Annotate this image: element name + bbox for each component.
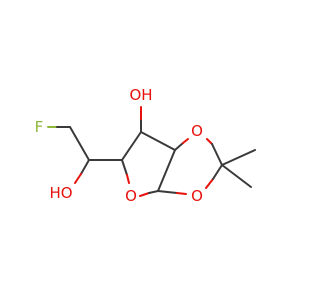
atom-label-oxygen-ring-left: O	[125, 187, 137, 205]
atom-label-fluorine: F	[35, 118, 44, 136]
atom-label-oxygen-ring-bottom: O	[191, 187, 203, 205]
molecule-diagram: OH F HO O O O	[35, 86, 256, 205]
bond-c4-oring-carbon	[121, 159, 128, 176]
atom-label-oh-top: OH	[129, 86, 152, 104]
bond-ch2-choh	[69, 126, 90, 161]
bond-c2-c1	[157, 149, 176, 192]
bond-choh-ho	[74, 173, 82, 184]
bond-layer	[47, 106, 256, 197]
bond-obot-cq	[205, 178, 214, 189]
bond-c1-obot-carbon	[157, 190, 178, 194]
bond-otop-cq-carbon	[211, 143, 223, 166]
bond-c2-otop	[182, 138, 189, 144]
bond-choh-ho-carbon	[80, 159, 90, 175]
bond-c4-c3	[121, 131, 142, 161]
bond-cq-methyl-upper	[221, 149, 256, 166]
bond-oring-c1	[139, 192, 150, 197]
bond-c1-obot	[176, 192, 187, 195]
bond-obot-cq-carbon	[212, 164, 223, 180]
bond-c4-oring	[126, 174, 130, 184]
atom-label-oxygen-ring-top: O	[191, 122, 203, 140]
bond-otop-cq	[206, 138, 213, 145]
bond-c3-c2	[140, 131, 176, 151]
atom-label-ho-left: HO	[49, 184, 72, 202]
atom-label-layer: OH F HO O O O	[35, 86, 203, 205]
bond-cq-methyl-lower	[221, 164, 252, 188]
bond-c2-otop-carbon	[174, 142, 184, 151]
bond-oring-c1-carbon	[148, 190, 159, 194]
